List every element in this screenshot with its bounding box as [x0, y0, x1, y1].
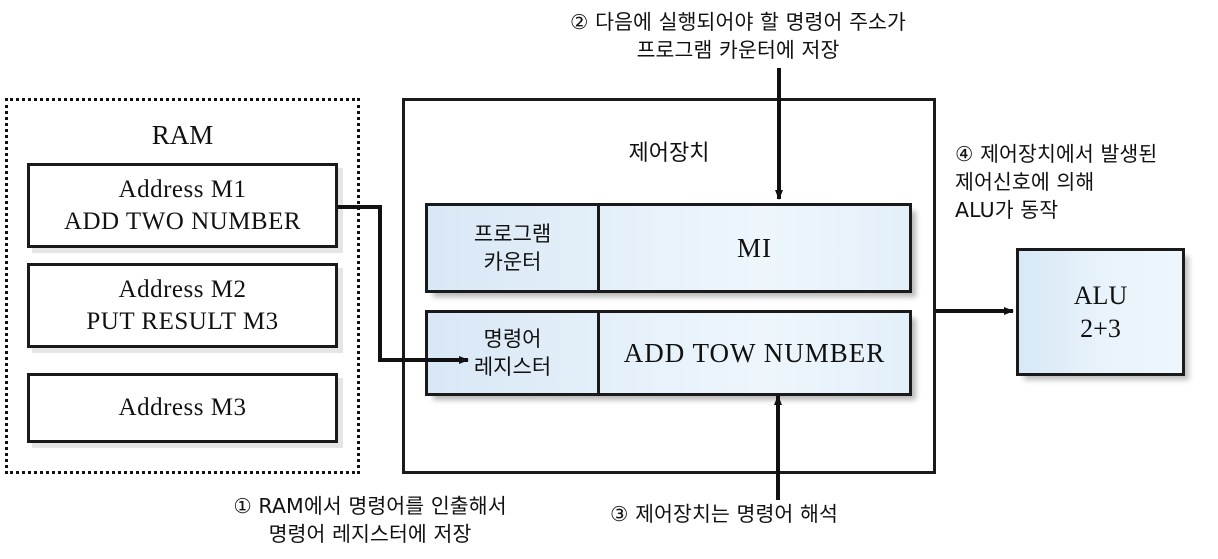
program-counter-label-line2: 카운터: [483, 250, 542, 274]
program-counter-value: MI: [737, 232, 772, 263]
ram-cell-m1-instruction: ADD TWO NUMBER: [63, 207, 302, 235]
instruction-register-row[interactable]: 명령어 레지스터 ADD TOW NUMBER: [425, 310, 912, 396]
program-counter-label: 프로그램 카운터: [428, 206, 600, 290]
ram-cell-m2[interactable]: Address M2 PUT RESULT M3: [27, 263, 338, 348]
program-counter-label-line1: 프로그램: [473, 222, 552, 246]
instruction-register-label: 명령어 레지스터: [428, 313, 600, 393]
ram-cell-m2-address: Address M2: [118, 275, 247, 303]
ram-cell-m3[interactable]: Address M3: [27, 373, 338, 443]
control-unit-title: 제어장치: [628, 141, 710, 166]
ram-cell-m1[interactable]: Address M1 ADD TWO NUMBER: [27, 163, 338, 248]
alu-operation: 2+3: [1080, 314, 1121, 343]
ram-cell-m3-address: Address M3: [118, 394, 247, 421]
annotation-2: ② 다음에 실행되어야 할 명령어 주소가 프로그램 카운터에 저장: [570, 10, 906, 62]
instruction-register-label-line2: 레지스터: [473, 355, 552, 379]
alu-box[interactable]: ALU 2+3: [1016, 248, 1185, 376]
alu-title: ALU: [1073, 281, 1128, 310]
ram-title: RAM: [151, 120, 214, 150]
ram-cell-m2-instruction: PUT RESULT M3: [86, 307, 279, 335]
annotation-1: ① RAM에서 명령어를 인출해서 명령어 레지스터에 저장: [233, 494, 507, 546]
annotation-3: ③ 제어장치는 명령어 해석: [610, 502, 838, 526]
annotation-4: ④ 제어장치에서 발생된 제어신호에 의해 ALU가 동작: [955, 142, 1158, 222]
instruction-register-value: ADD TOW NUMBER: [623, 337, 886, 368]
program-counter-row[interactable]: 프로그램 카운터 MI: [425, 203, 912, 293]
ram-cell-m1-address: Address M1: [118, 175, 247, 203]
instruction-register-label-line1: 명령어: [483, 327, 542, 351]
